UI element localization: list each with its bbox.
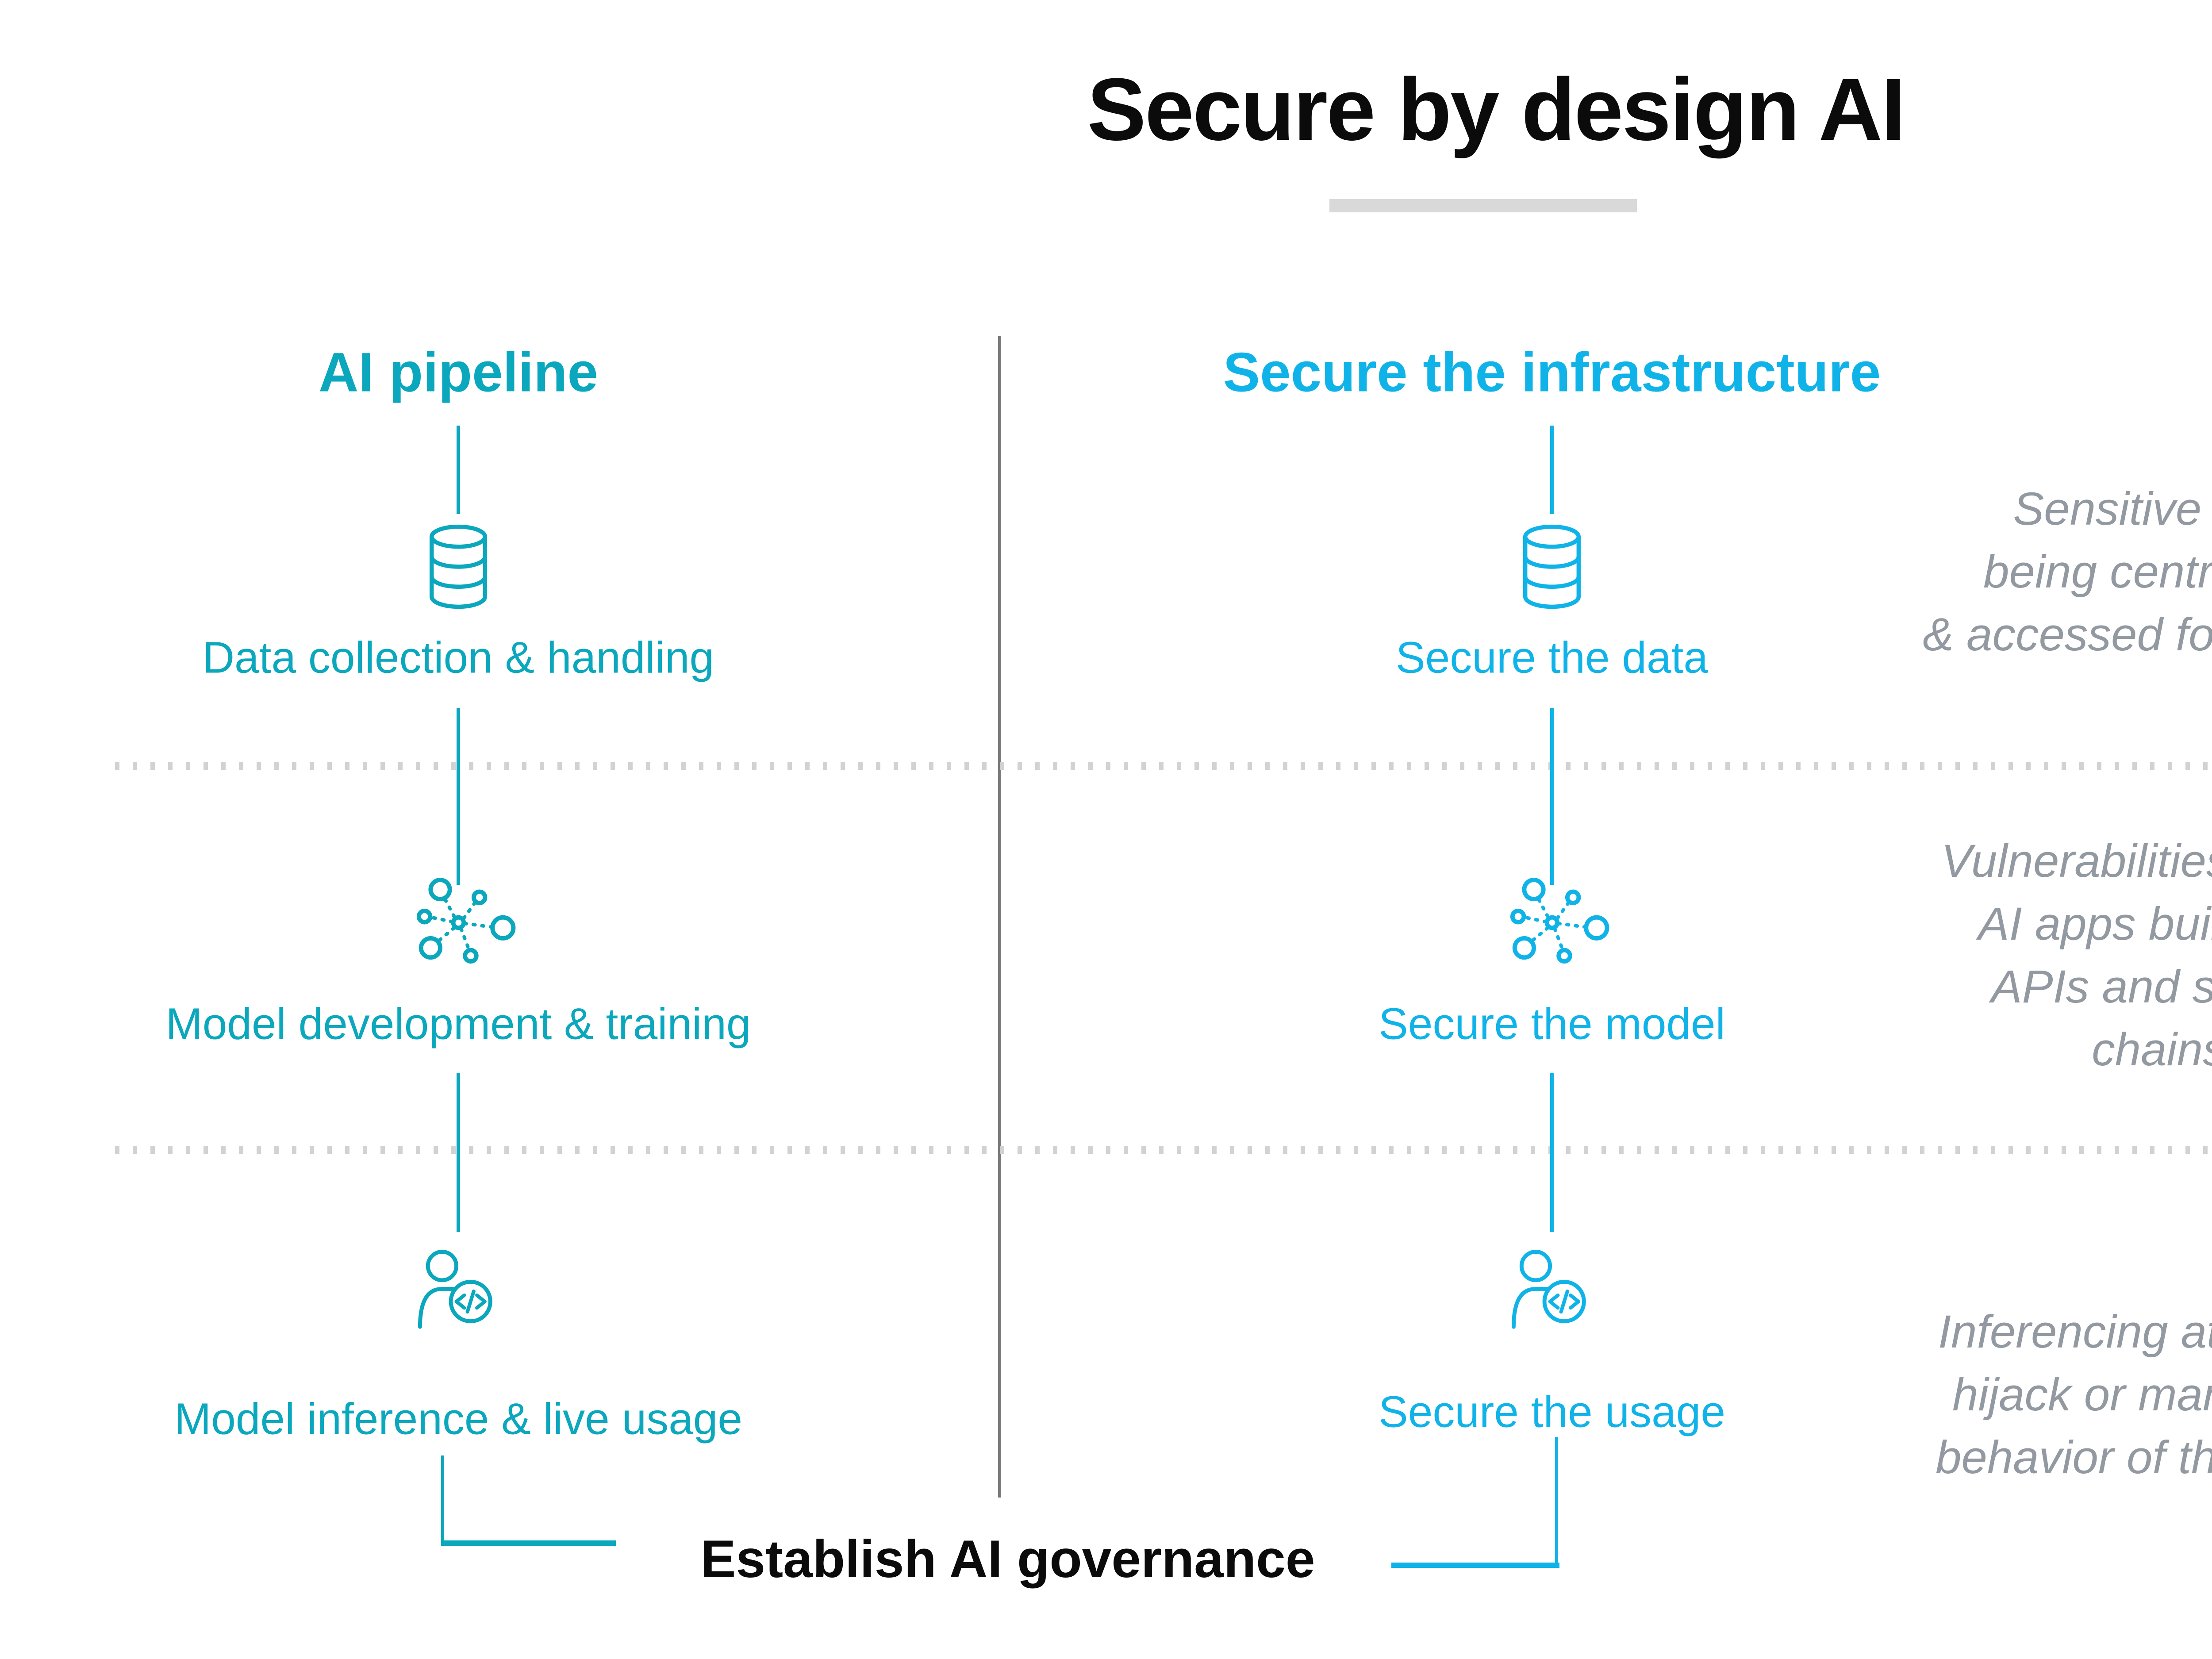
pipeline-step-label: Model development & training bbox=[165, 999, 751, 1049]
pipeline-header: AI pipeline bbox=[318, 342, 599, 403]
threat-text-line: Vulnerabilities in new bbox=[1941, 835, 2212, 887]
threat-annotation-2: Vulnerabilities in new AI apps built fro… bbox=[1827, 830, 2212, 1081]
infrastructure-connector-3 bbox=[1550, 1073, 1554, 1232]
threat-text-line: APIs and supply bbox=[1991, 961, 2212, 1013]
network-icon bbox=[1510, 878, 1609, 964]
governance-label: Establish AI governance bbox=[700, 1529, 1315, 1589]
pipeline-step-label: Model inference & live usage bbox=[174, 1394, 743, 1444]
infrastructure-step-label: Secure the data bbox=[1395, 633, 1709, 683]
pipeline-step-label: Data collection & handling bbox=[202, 633, 714, 683]
infrastructure-step-label: Secure the model bbox=[1379, 999, 1725, 1049]
pipeline-connector-1 bbox=[457, 426, 460, 514]
governance-bracket-right-stub bbox=[1391, 1563, 1559, 1568]
database-icon bbox=[1523, 524, 1581, 609]
threat-text-line: AI apps built from bbox=[1978, 898, 2212, 950]
column-divider-line bbox=[998, 336, 1001, 1498]
threat-text-line: chains bbox=[2092, 1024, 2212, 1075]
infrastructure-connector-2 bbox=[1550, 708, 1554, 885]
governance-bracket-left-vertical bbox=[441, 1455, 444, 1543]
database-icon bbox=[429, 524, 488, 609]
threat-text-line: behavior of the model bbox=[1936, 1432, 2212, 1483]
infrastructure-step-label: Secure the usage bbox=[1379, 1387, 1725, 1437]
pipeline-connector-3 bbox=[457, 1073, 460, 1232]
dotted-separator-1 bbox=[115, 762, 2212, 770]
network-icon bbox=[416, 878, 516, 964]
threat-text-line: Inferencing attacks to bbox=[1938, 1306, 2212, 1358]
threat-text-line: & accessed for training bbox=[1922, 609, 2212, 661]
pipeline-connector-2 bbox=[457, 708, 460, 885]
page-title: Secure by design AI bbox=[1087, 60, 1905, 159]
dotted-separator-2 bbox=[115, 1146, 2212, 1154]
governance-bracket-right-vertical bbox=[1555, 1437, 1558, 1568]
user-code-icon bbox=[1511, 1250, 1586, 1329]
infrastructure-header: Secure the infrastructure bbox=[1223, 342, 1881, 403]
infrastructure-connector-1 bbox=[1550, 426, 1554, 514]
user-code-icon bbox=[418, 1250, 492, 1329]
governance-bracket-left-stub bbox=[441, 1540, 616, 1546]
title-underline-bar bbox=[1329, 199, 1637, 212]
threat-text-line: Sensitive data bbox=[2013, 483, 2212, 535]
threat-annotation-3: Inferencing attacks to hijack or manipul… bbox=[1827, 1301, 2212, 1489]
threat-text-line: being centralized bbox=[1983, 546, 2212, 598]
threat-annotation-1: Sensitive data being centralized & acces… bbox=[1827, 478, 2212, 666]
threat-text-line: hijack or manipulate bbox=[1952, 1369, 2212, 1421]
